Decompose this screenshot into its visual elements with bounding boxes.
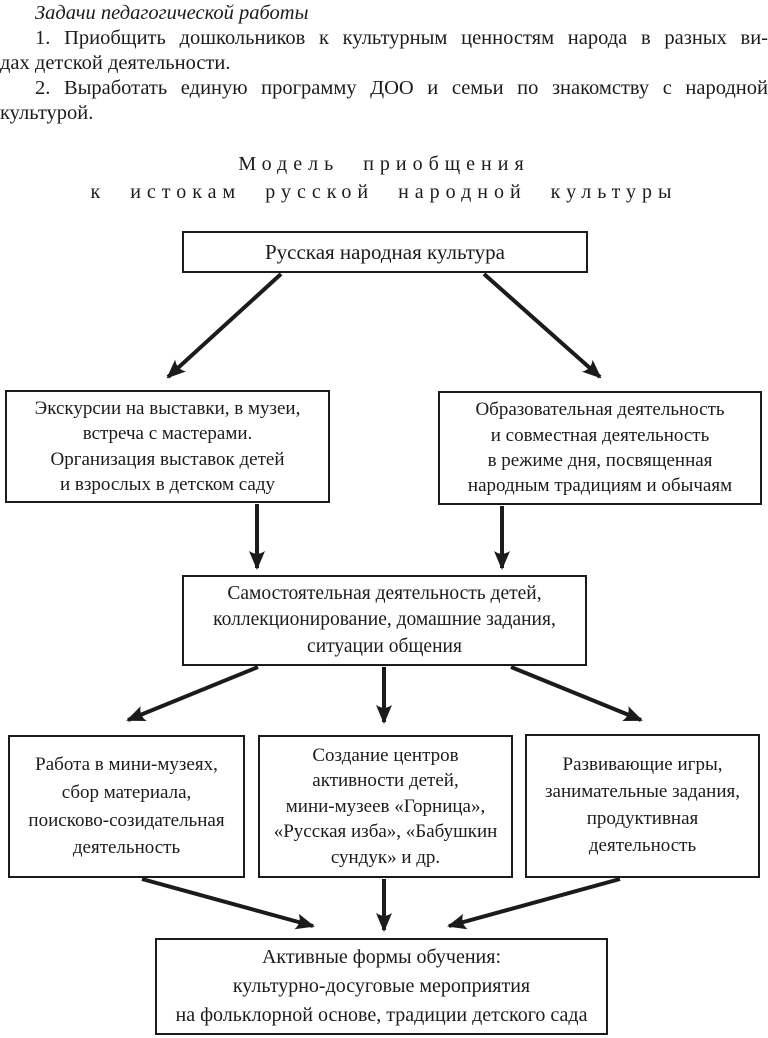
diagram-title-line-2: к истокам русской народной культуры	[90, 181, 678, 203]
arrow-root-to-excursions	[166, 272, 283, 379]
task-1-line-2: дах детской деятельности.	[0, 52, 231, 74]
flow-box-independent-activity-label: Самостоятельная деятельность детей, колл…	[213, 583, 556, 657]
flow-box-independent-activity: Самостоятельная деятельность детей, колл…	[182, 575, 587, 666]
flow-box-excursions-label: Экскурсии на выставки, в музеи, встреча …	[34, 397, 301, 495]
section-heading: Задачи педагогической работы	[35, 2, 309, 24]
flow-box-education-label: Образовательная деятельность и совместна…	[467, 399, 733, 497]
intro-text: Задачи педагогической работы 1. Приобщит…	[0, 1, 768, 126]
task-2-line-2: культурой.	[0, 102, 94, 124]
arrow-root-to-education	[482, 272, 602, 379]
arrow-independent-to-minimuseums	[126, 665, 259, 722]
task-2-line-1: 2. Выработать единую программу ДОО и сем…	[35, 77, 768, 99]
flow-box-developing-games: Развивающие игры, занимательные задания,…	[525, 734, 760, 878]
flow-box-active-forms-label: Активные формы обучения: культурно-досуг…	[175, 946, 588, 1026]
flow-box-mini-museums-label: Работа в мини-музеях, сбор материала, по…	[28, 754, 225, 859]
flow-box-mini-museums: Работа в мини-музеях, сбор материала, по…	[8, 735, 245, 878]
flow-box-education: Образовательная деятельность и совместна…	[438, 391, 762, 505]
diagram-title-line-1: Модель приобщения	[238, 153, 530, 175]
arrow-games-to-activeforms	[447, 877, 621, 930]
flow-box-activity-centers-label: Создание центров активности детей, мини-…	[273, 744, 498, 868]
flow-box-excursions: Экскурсии на выставки, в музеи, встреча …	[5, 390, 330, 503]
flow-box-root-label: Русская народная культура	[264, 239, 505, 264]
flow-box-active-forms: Активные формы обучения: культурно-досуг…	[155, 938, 608, 1035]
arrow-independent-to-games	[510, 665, 643, 722]
arrow-minimuseums-to-activeforms	[141, 877, 315, 930]
task-1-line-1: 1. Приобщить дошкольников к культурным ц…	[35, 27, 768, 49]
flow-box-root: Русская народная культура	[182, 231, 588, 273]
diagram-title: Модель приобщения к истокам русской наро…	[0, 150, 768, 206]
flow-box-developing-games-label: Развивающие игры, занимательные задания,…	[545, 754, 740, 856]
flow-box-activity-centers: Создание центров активности детей, мини-…	[258, 735, 513, 878]
